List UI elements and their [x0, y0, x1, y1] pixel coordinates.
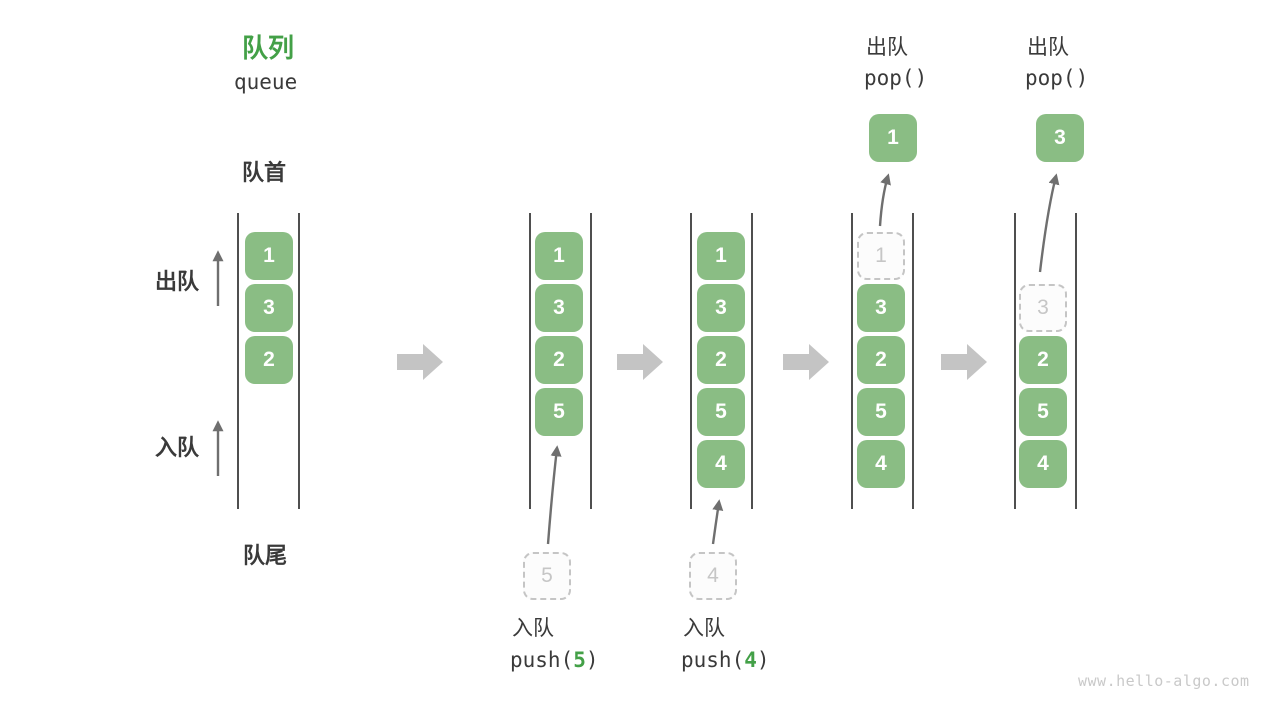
pop-op-code: pop() — [1025, 66, 1089, 90]
popped-element: 1 — [869, 114, 917, 162]
queue-element: 5 — [697, 388, 745, 436]
queue-element: 1 — [245, 232, 293, 280]
queue-element: 2 — [697, 336, 745, 384]
dequeue-side-label: 出队 — [155, 269, 200, 294]
state-transition-arrow-icon — [397, 344, 443, 380]
queue-element: 5 — [1019, 388, 1067, 436]
queue-element: 2 — [857, 336, 905, 384]
pop-arrow-icon — [878, 173, 891, 227]
popped-element: 3 — [1036, 114, 1084, 162]
queue-element: 3 — [535, 284, 583, 332]
enqueue-side-label: 入队 — [155, 435, 200, 460]
pop-op-label: 出队 — [866, 36, 908, 59]
queue-front-label: 队首 — [242, 160, 287, 185]
queue-element: 4 — [697, 440, 745, 488]
queue-element: 3 — [857, 284, 905, 332]
pop-op-code: pop() — [864, 66, 928, 90]
queue-element: 2 — [535, 336, 583, 384]
queue-element-removed: 3 — [1019, 284, 1067, 332]
queue-element: 5 — [857, 388, 905, 436]
pop-arrow-icon — [1038, 173, 1060, 273]
state-transition-arrow-icon — [783, 344, 829, 380]
container-line — [1014, 213, 1016, 509]
state-transition-arrow-icon — [941, 344, 987, 380]
state-transition-arrow-icon — [617, 344, 663, 380]
queue-element: 3 — [245, 284, 293, 332]
queue-element: 2 — [245, 336, 293, 384]
queue-element: 2 — [1019, 336, 1067, 384]
container-line — [912, 213, 914, 509]
push-op-label: 入队 — [512, 617, 554, 640]
queue-rear-label: 队尾 — [243, 543, 288, 568]
container-line — [237, 213, 239, 509]
queue-element: 4 — [857, 440, 905, 488]
queue-element: 1 — [535, 232, 583, 280]
push-op-code: push(4) — [681, 648, 770, 672]
container-line — [590, 213, 592, 509]
push-arrow-icon — [711, 499, 724, 545]
container-line — [1075, 213, 1077, 509]
queue-element: 1 — [697, 232, 745, 280]
container-line — [529, 213, 531, 509]
diagram-title-en: queue — [234, 70, 298, 94]
queue-element: 4 — [1019, 440, 1067, 488]
push-op-code: push(5) — [510, 648, 599, 672]
container-line — [690, 213, 692, 509]
push-arrow-icon — [546, 445, 562, 545]
diagram-title-zh: 队列 — [242, 33, 295, 63]
watermark: www.hello-algo.com — [1078, 672, 1250, 690]
container-line — [751, 213, 753, 509]
queue-element: 3 — [697, 284, 745, 332]
container-line — [298, 213, 300, 509]
push-op-label: 入队 — [683, 617, 725, 640]
container-line — [851, 213, 853, 509]
queue-element: 5 — [535, 388, 583, 436]
pop-op-label: 出队 — [1027, 36, 1069, 59]
staged-push-element: 5 — [523, 552, 571, 600]
staged-push-element: 4 — [689, 552, 737, 600]
queue-element-removed: 1 — [857, 232, 905, 280]
